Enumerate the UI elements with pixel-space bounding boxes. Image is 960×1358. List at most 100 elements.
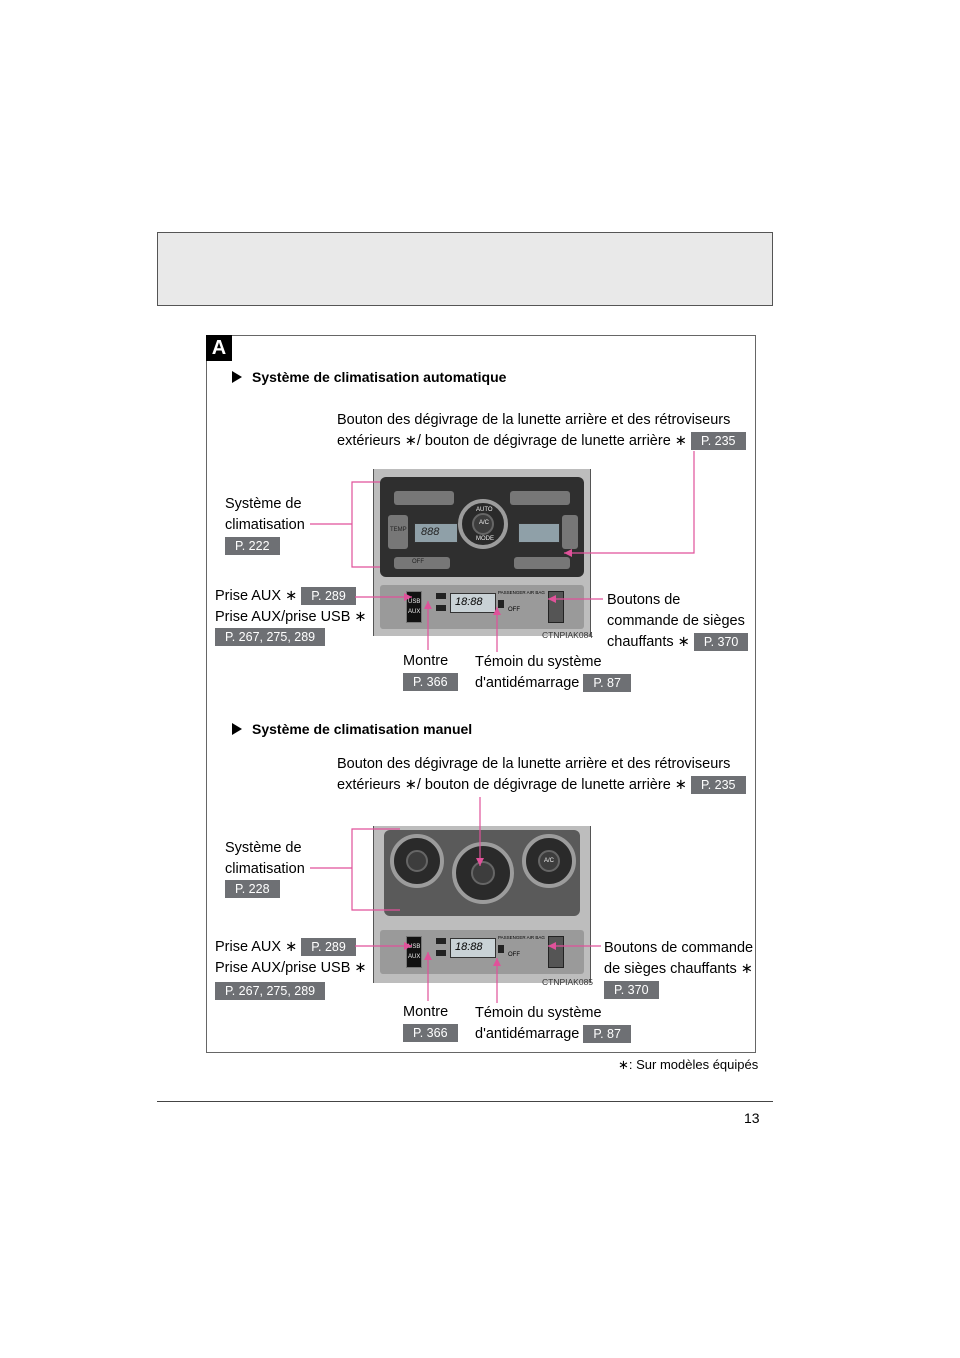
manual-clock-arrowhead xyxy=(424,952,432,960)
auto-lower-panel: USB AUX 18:88 PASSENGER AIR BAG OFF xyxy=(380,585,584,629)
manual-mode-knob-center[interactable]: A/C xyxy=(538,850,560,872)
auto-ac-text: A/C xyxy=(479,520,490,526)
manual-usb-text: USB xyxy=(408,944,421,950)
auto-defog-line2: extérieurs ∗/ bouton de dégivrage de lun… xyxy=(337,433,687,449)
manual-aux-line1: Prise AUX ∗ xyxy=(215,939,298,955)
manual-key-icon-2 xyxy=(436,950,446,956)
auto-off-text: OFF xyxy=(412,559,424,565)
auto-defog-callout xyxy=(564,451,695,554)
auto-clim-label: Système de climatisation xyxy=(225,494,305,536)
manual-seat-line2: de sièges chauffants ∗ xyxy=(604,961,753,977)
auto-fan-lcd xyxy=(518,523,560,543)
manual-clock-display: 18:88 xyxy=(450,938,496,958)
auto-immob-line2: d'antidémarrage xyxy=(475,675,580,691)
auto-seat-ref[interactable]: P. 370 xyxy=(693,633,749,651)
manual-temp-knob[interactable] xyxy=(452,842,514,904)
manual-immob-ref[interactable]: P. 87 xyxy=(583,1025,631,1043)
auto-immob-line2-row: d'antidémarrage P. 87 xyxy=(475,673,631,694)
auto-fan-button[interactable] xyxy=(562,515,578,549)
auto-ac-knob-center[interactable] xyxy=(472,513,494,535)
auto-seat-line3: chauffants ∗ xyxy=(607,634,690,650)
auto-clim-ref[interactable]: P. 222 xyxy=(225,537,280,555)
manual-immob-arrowhead xyxy=(493,958,501,966)
manual-aux-label: Prise AUX ∗ P. 289 Prise AUX/prise USB ∗ xyxy=(215,937,367,979)
auto-usb-aux-port[interactable]: USB AUX xyxy=(406,591,422,623)
manual-section-heading: Système de climatisation manuel xyxy=(232,721,472,737)
manual-clock-ref[interactable]: P. 366 xyxy=(403,1024,458,1042)
manual-seat-line1: Boutons de commande xyxy=(604,940,754,956)
auto-auto-text: AUTO xyxy=(476,507,493,513)
manual-aux-ref1[interactable]: P. 289 xyxy=(301,938,356,956)
auto-ac-knob[interactable]: AUTO A/C MODE xyxy=(458,499,508,549)
auto-defog-label: Bouton des dégivrage de la lunette arriè… xyxy=(337,410,746,452)
triangle-bullet-icon xyxy=(232,723,242,735)
auto-rear-defog-button[interactable] xyxy=(514,557,570,569)
auto-aux-arrowhead xyxy=(404,593,412,601)
auto-heading-text: Système de climatisation automatique xyxy=(252,369,507,385)
auto-climate-panel: TEMP 888 AUTO A/C MODE OFF xyxy=(380,477,584,577)
auto-usb-text: USB xyxy=(408,599,421,605)
manual-clim-label: Système de climatisation xyxy=(225,838,305,880)
auto-aux-line1-row: Prise AUX ∗ P. 289 xyxy=(215,586,367,607)
manual-temp-knob-center[interactable] xyxy=(471,861,495,885)
manual-aux-line1-row: Prise AUX ∗ P. 289 xyxy=(215,937,367,958)
manual-seat-ref[interactable]: P. 370 xyxy=(604,981,659,999)
section-frame xyxy=(206,335,756,1053)
manual-immob-line2: d'antidémarrage xyxy=(475,1026,580,1042)
auto-seat-line3-row: chauffants ∗ P. 370 xyxy=(607,632,749,653)
manual-immob-line2-row: d'antidémarrage P. 87 xyxy=(475,1024,631,1045)
manual-mode-knob[interactable]: A/C xyxy=(522,834,576,888)
manual-defog-ref[interactable]: P. 235 xyxy=(690,776,746,794)
auto-front-defog-button[interactable] xyxy=(510,491,570,505)
auto-clock-arrowhead xyxy=(424,601,432,609)
auto-clock-display: 18:88 xyxy=(450,593,496,613)
auto-aux-ref1[interactable]: P. 289 xyxy=(301,587,356,605)
auto-passenger-text: PASSENGER AIR BAG xyxy=(498,590,545,595)
auto-seat-arrowhead xyxy=(548,595,556,603)
section-badge: A xyxy=(206,335,232,361)
manual-heading-text: Système de climatisation manuel xyxy=(252,721,473,737)
manual-pab-off-text: OFF xyxy=(508,952,520,958)
auto-key-icon-1 xyxy=(436,593,446,599)
auto-recirc-button[interactable] xyxy=(394,491,454,505)
auto-clim-line2: climatisation xyxy=(225,517,305,533)
auto-defog-ref[interactable]: P. 235 xyxy=(690,432,746,450)
auto-clock-ref[interactable]: P. 366 xyxy=(403,673,458,691)
manual-aux-text: AUX xyxy=(408,954,421,960)
manual-defog-arrowhead xyxy=(476,858,484,866)
manual-clim-ref[interactable]: P. 228 xyxy=(225,880,280,898)
auto-aux-line1: Prise AUX ∗ xyxy=(215,588,298,604)
auto-off-button[interactable]: OFF xyxy=(394,557,450,569)
auto-immob-ref[interactable]: P. 87 xyxy=(583,674,631,692)
auto-temp-text: TEMP xyxy=(390,527,407,533)
auto-clock-label: Montre xyxy=(403,653,449,669)
manual-usb-aux-port[interactable]: USB AUX xyxy=(406,936,422,968)
manual-aux-ref2[interactable]: P. 267, 275, 289 xyxy=(215,982,326,1000)
manual-passenger-text: PASSENGER AIR BAG xyxy=(498,935,545,940)
auto-mode-text: MODE xyxy=(476,536,494,542)
manual-defog-label: Bouton des dégivrage de la lunette arriè… xyxy=(337,754,746,796)
auto-panel-photo: TEMP 888 AUTO A/C MODE OFF USB AUX 18:88… xyxy=(373,469,591,636)
manual-fan-knob[interactable] xyxy=(390,834,444,888)
auto-lcd-text: 888 xyxy=(421,526,440,538)
auto-pab-off-text: OFF xyxy=(508,607,520,613)
auto-clim-line1: Système de xyxy=(225,496,302,512)
auto-temp-button[interactable]: TEMP xyxy=(388,515,408,549)
auto-defog-line2-row: extérieurs ∗/ bouton de dégivrage de lun… xyxy=(337,431,746,452)
auto-seat-line2: commande de sièges xyxy=(607,613,745,629)
manual-defog-line2-row: extérieurs ∗/ bouton de dégivrage de lun… xyxy=(337,775,746,796)
auto-seat-line1: Boutons de xyxy=(607,592,681,608)
auto-lcd: 888 xyxy=(414,523,458,543)
auto-aux-ref2[interactable]: P. 267, 275, 289 xyxy=(215,628,326,646)
manual-seat-label: Boutons de commande de sièges chauffants… xyxy=(604,938,753,980)
auto-image-code: CTNPIAK084 xyxy=(542,630,594,640)
auto-defog-arrowhead xyxy=(564,549,572,557)
auto-immob-arrowhead xyxy=(493,607,501,615)
manual-fan-knob-center[interactable] xyxy=(406,850,428,872)
manual-immob-label: Témoin du système d'antidémarrage P. 87 xyxy=(475,1003,631,1045)
manual-aux-line2: Prise AUX/prise USB ∗ xyxy=(215,960,367,976)
auto-seat-label: Boutons de commande de sièges chauffants… xyxy=(607,590,749,653)
manual-climate-panel: A/C xyxy=(384,830,580,916)
auto-aux-line2: Prise AUX/prise USB ∗ xyxy=(215,609,367,625)
